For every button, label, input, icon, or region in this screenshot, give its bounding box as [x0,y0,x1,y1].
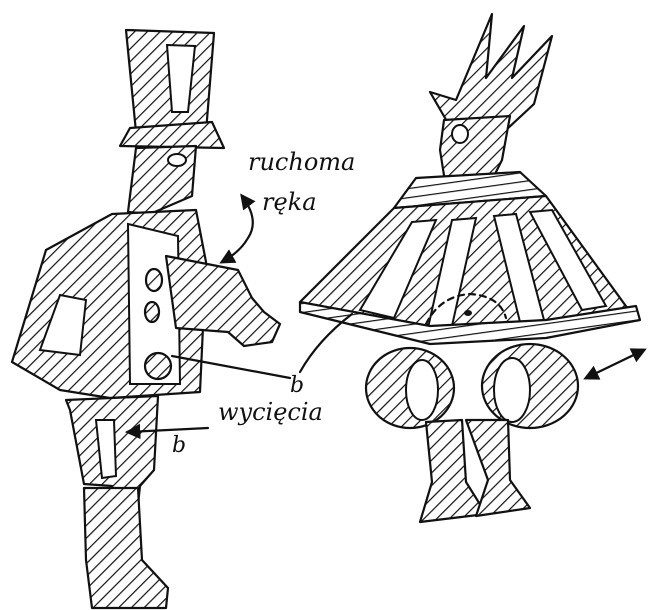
soldier-eye [168,154,186,166]
king-belly-dot [464,310,472,316]
label-b-lower: b [172,433,186,458]
label-cutouts: wycięcia [218,398,323,426]
king-ring-left-hole [406,360,438,420]
label-movable-arm-1: ruchoma [248,148,355,176]
soldier-button-1 [146,269,162,291]
king-ring-right-hole [494,358,530,422]
king-eye [452,125,468,143]
arrow-king-motion [586,350,644,378]
soldier-head [128,146,196,214]
soldier-figure [12,30,280,608]
label-b-middle: b [290,373,304,398]
king-figure [300,14,640,522]
soldier-boot [84,488,168,608]
soldier-button-2 [145,302,159,322]
arrow-movable-arm [222,196,253,262]
soldier-button-3 [145,353,171,379]
label-movable-arm-2: ręka [262,188,317,216]
